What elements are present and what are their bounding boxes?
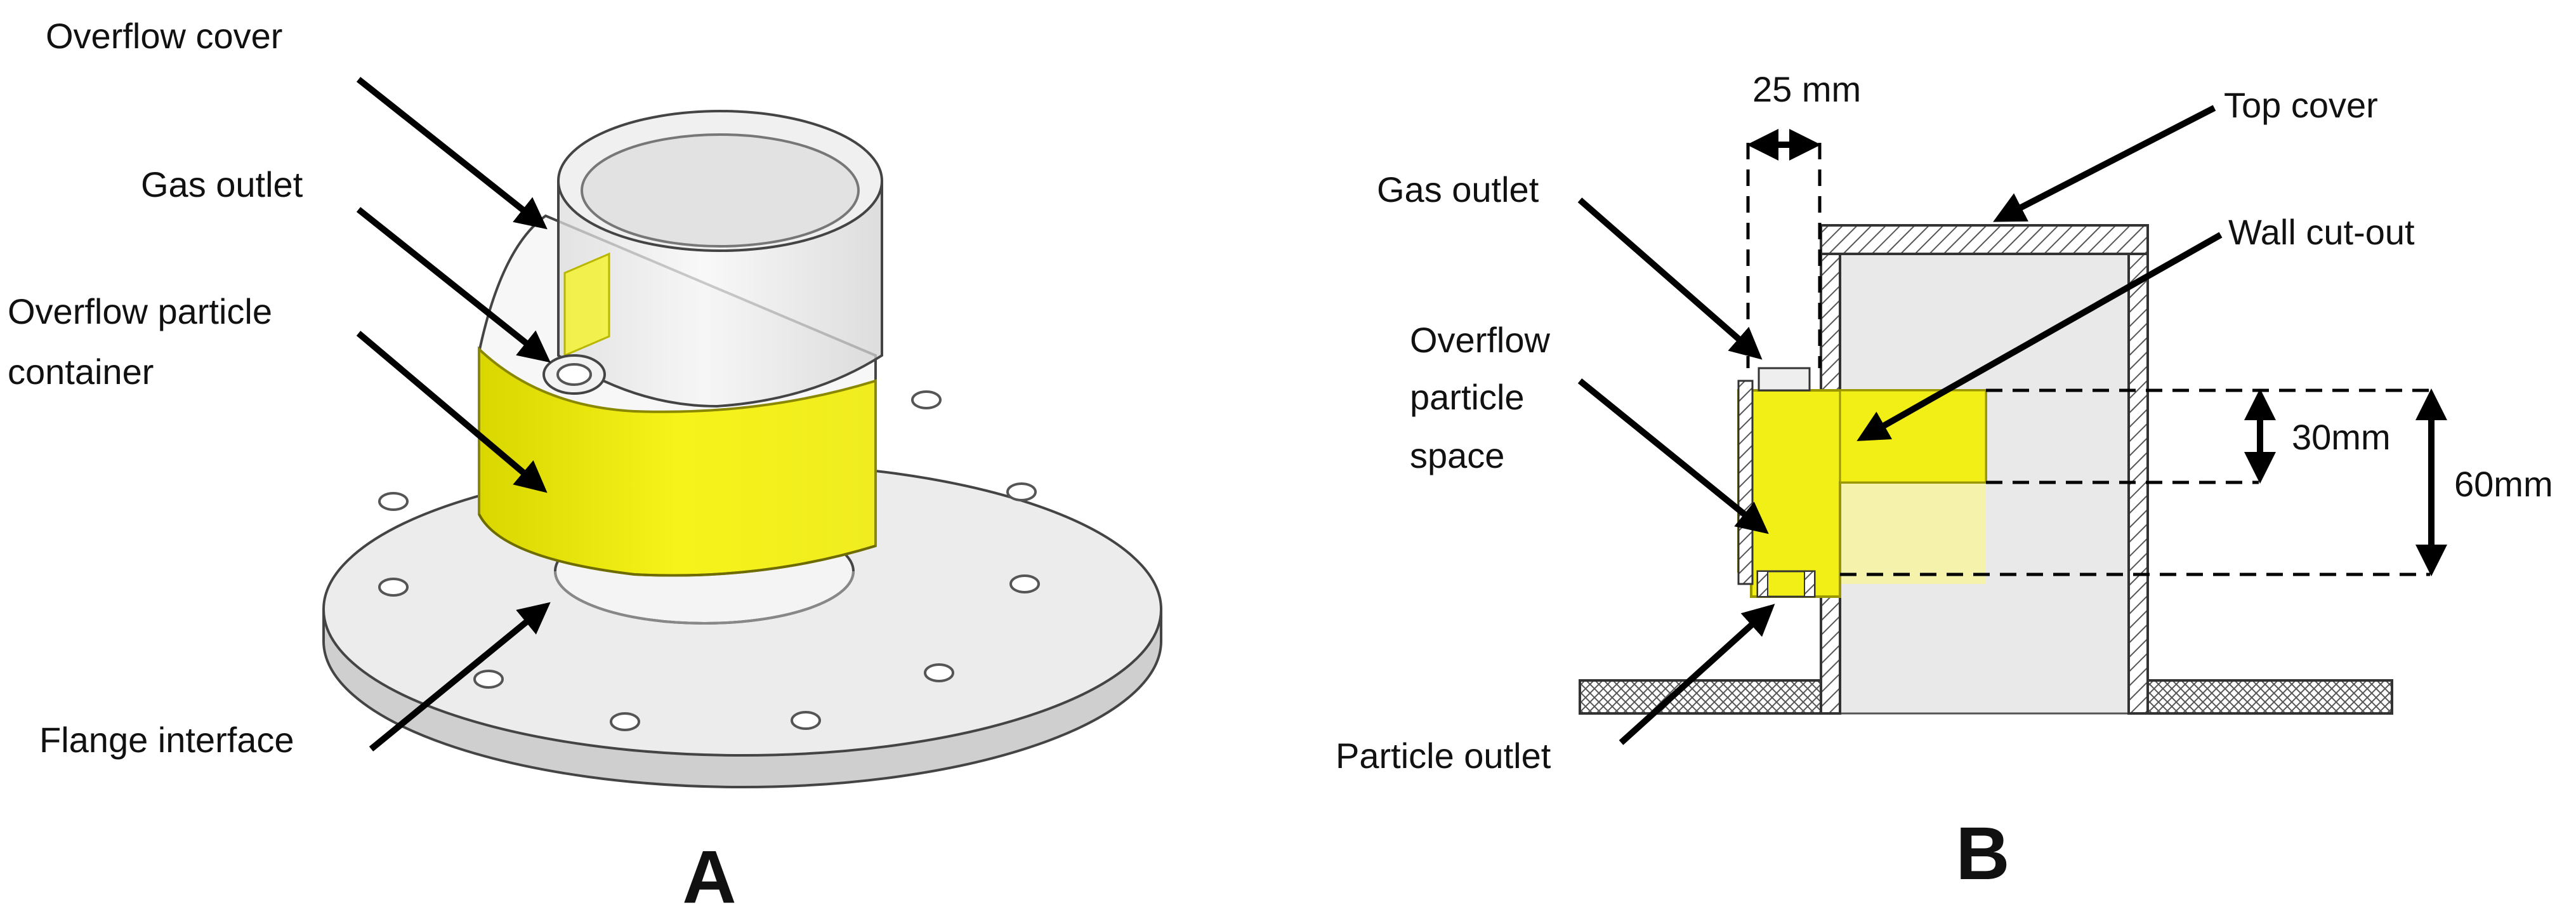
label-top-cover: Top cover [2224, 85, 2378, 125]
label-overflow-space-2: particle [1410, 377, 1525, 417]
gas-outlet-pipe [1758, 367, 1811, 392]
label-flange-interface: Flange interface [39, 720, 294, 760]
arrow-gas-outlet-b [1577, 197, 1763, 360]
cylinder-tube [557, 110, 883, 408]
panel-b-letter: B [1955, 812, 2009, 896]
label-dim-60mm: 60mm [2454, 464, 2553, 504]
overflow-outer-wall [1737, 380, 1754, 585]
arrow-top-cover [1993, 105, 2216, 222]
arrow-particle-outlet [1619, 604, 1775, 745]
panel-a-letter: A [682, 835, 736, 919]
label-overflow-cover: Overflow cover [46, 16, 282, 56]
panel-b-drawing [1579, 143, 2430, 715]
arrow-flange-interface [369, 602, 551, 752]
label-overflow-particle-container-1: Overflow particle [8, 291, 272, 331]
right-wall [2127, 240, 2149, 715]
arrow-wall-cut-out [1856, 232, 2223, 441]
label-gas-outlet-b: Gas outlet [1377, 169, 1539, 209]
label-dim-25mm: 25 mm [1752, 69, 1861, 109]
label-wall-cut-out: Wall cut-out [2228, 212, 2415, 252]
label-overflow-particle-container-2: container [8, 352, 154, 392]
base-flange-left [1579, 679, 1822, 715]
label-overflow-space-3: space [1410, 435, 1504, 475]
base-flange-right [2146, 679, 2393, 715]
label-particle-outlet: Particle outlet [1336, 736, 1551, 776]
label-gas-outlet-a: Gas outlet [141, 164, 303, 204]
top-cover [1820, 224, 2149, 255]
particle-zone-light [1840, 482, 1986, 584]
arrow-overflow-space [1577, 378, 1769, 534]
overflow-particle-container [478, 346, 877, 577]
gas-outlet-nozzle [542, 354, 606, 395]
flange-bolt-holes [378, 390, 1040, 731]
arrow-overflow-cover [356, 77, 548, 230]
arrow-gas-outlet-a [356, 207, 551, 363]
arrow-overflow-particle-container [356, 331, 548, 493]
label-overflow-space-1: Overflow [1410, 320, 1550, 360]
panel-a-drawing [322, 110, 1162, 788]
label-dim-30mm: 30mm [2292, 417, 2391, 457]
